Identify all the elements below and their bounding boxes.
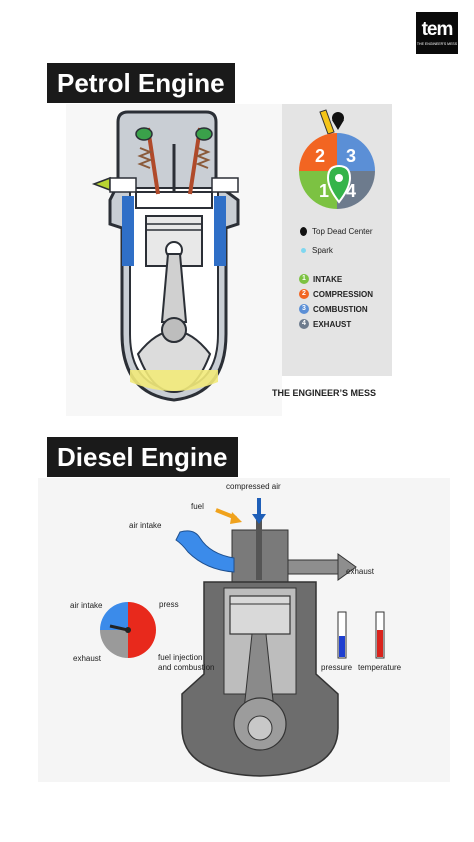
compression-label: COMPRESSION (313, 290, 374, 299)
dial-number-2: 2 (315, 146, 325, 166)
dial-number-3: 3 (346, 146, 356, 166)
brand-logo: tem THE ENGINEER'S MESS (416, 12, 458, 54)
fuel-label: fuel (191, 502, 204, 511)
pin-icon (300, 227, 307, 236)
watermark-text: THE ENGINEER’S MESS (272, 388, 377, 398)
compression-number-badge: 2 (299, 289, 309, 299)
air-intake-label: air intake (129, 521, 162, 530)
dial-fuel-injection-label: fuel injection and combustion (158, 653, 215, 672)
combustion-number-badge: 3 (299, 304, 309, 314)
intake-number-badge: 1 (299, 274, 309, 284)
dial-number-1: 1 (319, 181, 329, 201)
pressure-gauge-label: pressure (321, 663, 353, 672)
exhaust-number-badge: 4 (299, 319, 309, 329)
logo-text: tem (421, 19, 454, 40)
intake-label: INTAKE (313, 275, 343, 284)
tdc-label: Top Dead Center (312, 227, 373, 236)
dial-exhaust-label: exhaust (73, 654, 102, 663)
temperature-gauge-label: temperature (358, 663, 402, 672)
dial-press-label: press (159, 600, 179, 609)
diesel-engine-title: Diesel Engine (47, 437, 238, 477)
dial-air-intake-label: air intake (70, 601, 103, 610)
logo-tagline: THE ENGINEER'S MESS (416, 42, 458, 46)
dial-number-4: 4 (346, 181, 356, 201)
diesel-engine-diagram (38, 478, 450, 782)
spark-label: Spark (312, 246, 333, 255)
spark-dot-icon (301, 248, 306, 253)
petrol-engine-diagram (66, 104, 282, 416)
compressed-air-label: compressed air (226, 482, 281, 491)
exhaust-label: exhaust (346, 567, 375, 576)
stroke-cycle-dial: 2 3 1 4 (299, 109, 375, 209)
exhaust-label: EXHAUST (313, 320, 352, 329)
petrol-engine-title: Petrol Engine (47, 63, 235, 103)
combustion-label: COMBUSTION (313, 305, 368, 314)
